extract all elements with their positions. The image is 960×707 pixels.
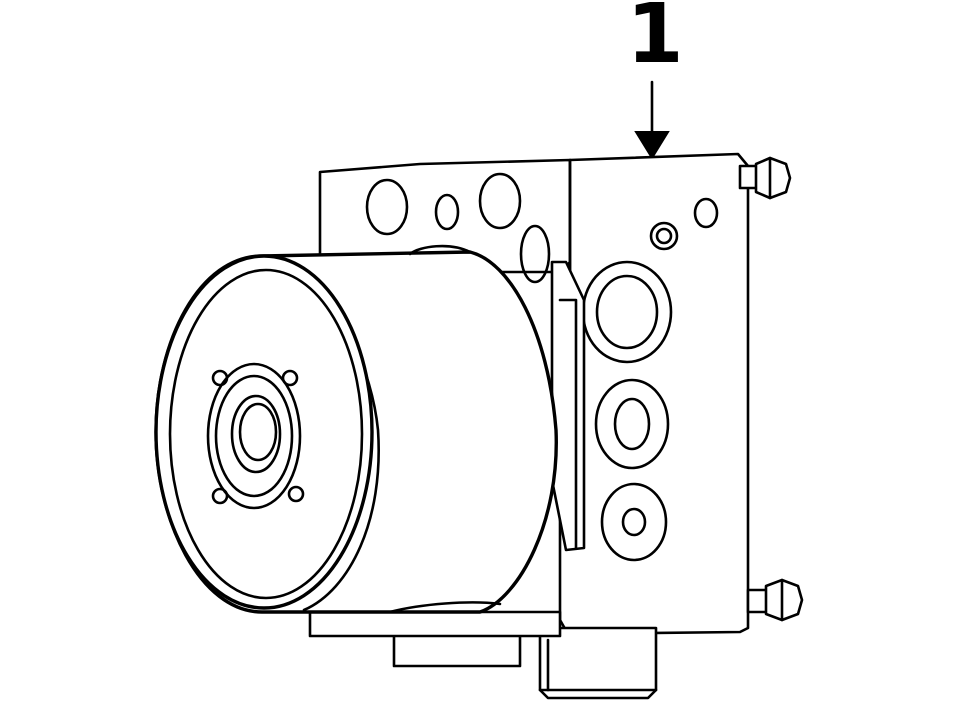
mounting-stud-top (738, 156, 792, 200)
valve-block-front (558, 152, 750, 636)
electrical-connector (308, 610, 658, 700)
pump-motor (154, 244, 558, 614)
callout-arrow (634, 80, 670, 160)
mounting-stud-bottom (746, 578, 804, 622)
motor-shaft-flange (206, 362, 305, 510)
callout-number: 1 (626, 0, 684, 82)
